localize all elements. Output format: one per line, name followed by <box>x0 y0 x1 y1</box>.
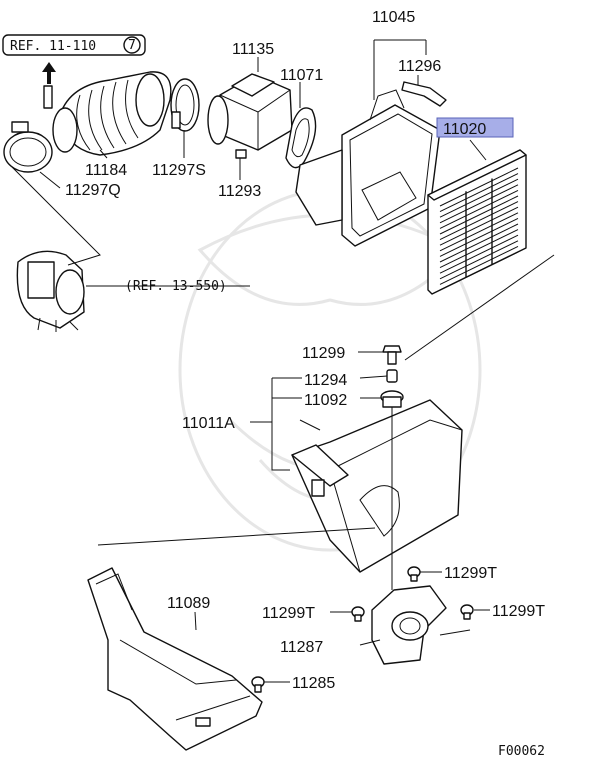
ref-11-110-circle-number: 7 <box>128 38 136 53</box>
filter-pleat <box>439 234 519 274</box>
filter-pleat <box>439 251 519 291</box>
filter-pleat <box>439 184 519 224</box>
filter-pleat <box>439 206 519 246</box>
filter-pleat <box>439 223 519 263</box>
grommet-11092[interactable] <box>380 390 404 408</box>
filter-pleat <box>439 189 519 229</box>
arrow-up-icon <box>42 62 56 84</box>
throttle-body-ref-13-550[interactable] <box>16 250 85 332</box>
screw-11299t-right[interactable] <box>460 604 474 620</box>
label-11299t-left[interactable]: 11299T <box>262 605 315 622</box>
label-11299t-top[interactable]: 11299T <box>444 565 497 582</box>
label-11297s[interactable]: 11297S <box>152 162 206 179</box>
label-11285[interactable]: 11285 <box>292 675 335 692</box>
air-cleaner-case-11011a[interactable] <box>291 399 463 573</box>
figure-code: F00062 <box>498 744 545 759</box>
bolt-11299[interactable] <box>382 345 402 365</box>
label-11299[interactable]: 11299 <box>302 345 345 362</box>
label-11299t-right[interactable]: 11299T <box>492 603 545 620</box>
label-11293[interactable]: 11293 <box>218 183 261 200</box>
label-ref-13-550[interactable]: (REF. 13-550) <box>125 279 227 294</box>
filter-pleat <box>439 167 519 207</box>
highlight-11020 <box>436 117 514 138</box>
filter-pleat <box>439 173 519 213</box>
label-11184[interactable]: 11184 <box>85 162 127 179</box>
label-11135[interactable]: 11135 <box>232 41 274 58</box>
filter-pleat <box>439 245 519 285</box>
filter-pleat <box>439 229 519 269</box>
label-11089[interactable]: 11089 <box>167 595 210 612</box>
label-11294[interactable]: 11294 <box>304 372 347 389</box>
filter-pleat <box>439 178 519 218</box>
filter-pleat <box>439 195 519 235</box>
label-11071[interactable]: 11071 <box>280 67 323 84</box>
filter-pleat <box>439 201 519 241</box>
filter-pleat <box>439 240 519 280</box>
bracket-11287[interactable] <box>371 585 447 665</box>
leader-lines <box>9 39 555 683</box>
hose-clamp-11297s[interactable] <box>170 78 200 132</box>
air-duct-11089[interactable] <box>87 567 263 751</box>
clip-11296[interactable] <box>401 81 447 107</box>
collar-11294[interactable] <box>386 369 398 383</box>
air-filter-element-11020[interactable] <box>427 149 527 295</box>
intake-hose-11184[interactable] <box>43 71 172 156</box>
filter-pleat <box>439 212 519 252</box>
hose-clamp-11297q[interactable] <box>3 121 53 173</box>
label-11287[interactable]: 11287 <box>280 639 323 656</box>
label-11045[interactable]: 11045 <box>372 9 415 26</box>
air-cleaner-cover-11045[interactable] <box>295 89 441 247</box>
label-11296[interactable]: 11296 <box>398 58 441 75</box>
gasket-11071[interactable] <box>285 107 317 169</box>
label-11092[interactable]: 11092 <box>304 392 347 409</box>
air-flow-sensor-11135[interactable] <box>207 73 293 159</box>
clip-11285[interactable] <box>251 676 265 693</box>
ref-11-110-callout[interactable]: REF. 11-110 7 <box>2 34 146 84</box>
label-11011a[interactable]: 11011A <box>182 415 235 432</box>
label-11020[interactable]: 11020 <box>443 121 486 138</box>
ref-11-110-label: REF. 11-110 <box>10 39 96 54</box>
filter-pleat <box>439 217 519 257</box>
screw-11299t-left[interactable] <box>351 606 365 622</box>
label-11297q[interactable]: 11297Q <box>65 182 121 199</box>
screw-11299t-top[interactable] <box>407 566 421 582</box>
